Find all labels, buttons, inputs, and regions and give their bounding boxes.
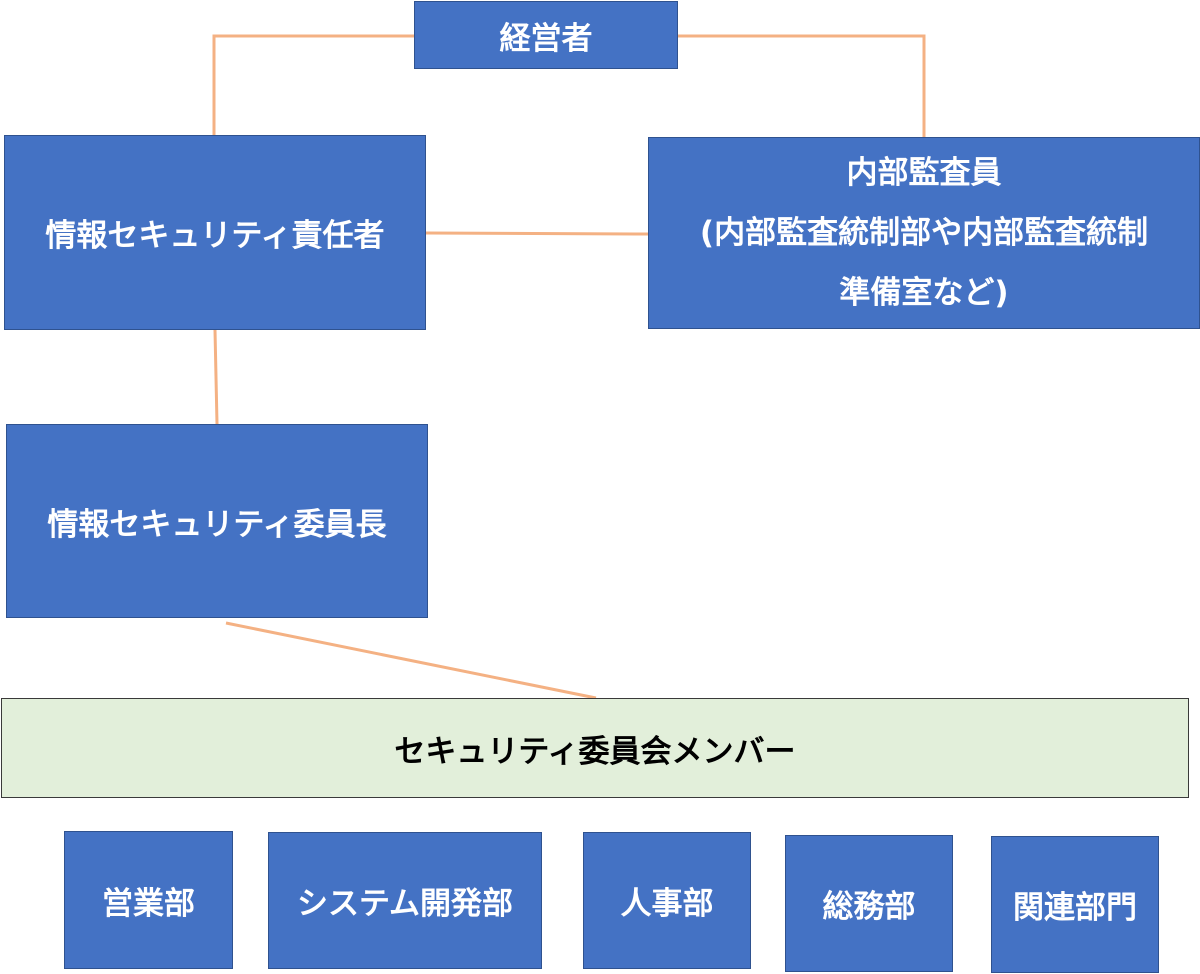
security-officer-label: 情報セキュリティ責任者 bbox=[45, 218, 385, 254]
connector-executive-to-internal-auditor bbox=[678, 34, 926, 137]
internal-auditor-label-line1: 内部監査員 bbox=[846, 155, 1002, 191]
department-box-system-development: システム開発部 bbox=[268, 832, 542, 969]
department-label: 人事部 bbox=[620, 886, 714, 922]
connector-executive-to-security-officer bbox=[212, 34, 414, 135]
connector-security-officer-to-internal-auditor bbox=[425, 231, 649, 236]
committee-members-label: セキュリティ委員会メンバー bbox=[394, 733, 796, 770]
internal-auditor-label-line2: (内部監査統制部や内部監査統制 bbox=[699, 215, 1149, 251]
department-label: 営業部 bbox=[102, 885, 195, 922]
committee-members-box: セキュリティ委員会メンバー bbox=[1, 698, 1189, 798]
internal-auditor-label-line3: 準備室など) bbox=[839, 275, 1009, 311]
internal-auditor-box: 内部監査員 (内部監査統制部や内部監査統制 準備室など) bbox=[648, 137, 1200, 329]
committee-chair-label: 情報セキュリティ委員長 bbox=[47, 506, 387, 543]
executive-label: 経営者 bbox=[499, 20, 593, 57]
department-box-human-resources: 人事部 bbox=[583, 832, 751, 969]
committee-chair-box: 情報セキュリティ委員長 bbox=[6, 424, 428, 618]
department-box-sales: 営業部 bbox=[64, 831, 233, 969]
security-officer-box: 情報セキュリティ責任者 bbox=[4, 135, 426, 330]
department-box-general-affairs: 総務部 bbox=[785, 835, 953, 972]
department-label: 総務部 bbox=[822, 889, 916, 925]
connector-committee-chair-to-members bbox=[225, 621, 597, 700]
department-box-related-departments: 関連部門 bbox=[991, 836, 1159, 973]
department-label: システム開発部 bbox=[296, 886, 514, 922]
department-label: 関連部門 bbox=[1013, 890, 1137, 926]
executive-box: 経営者 bbox=[414, 1, 678, 69]
connector-security-officer-to-committee-chair bbox=[213, 329, 219, 425]
